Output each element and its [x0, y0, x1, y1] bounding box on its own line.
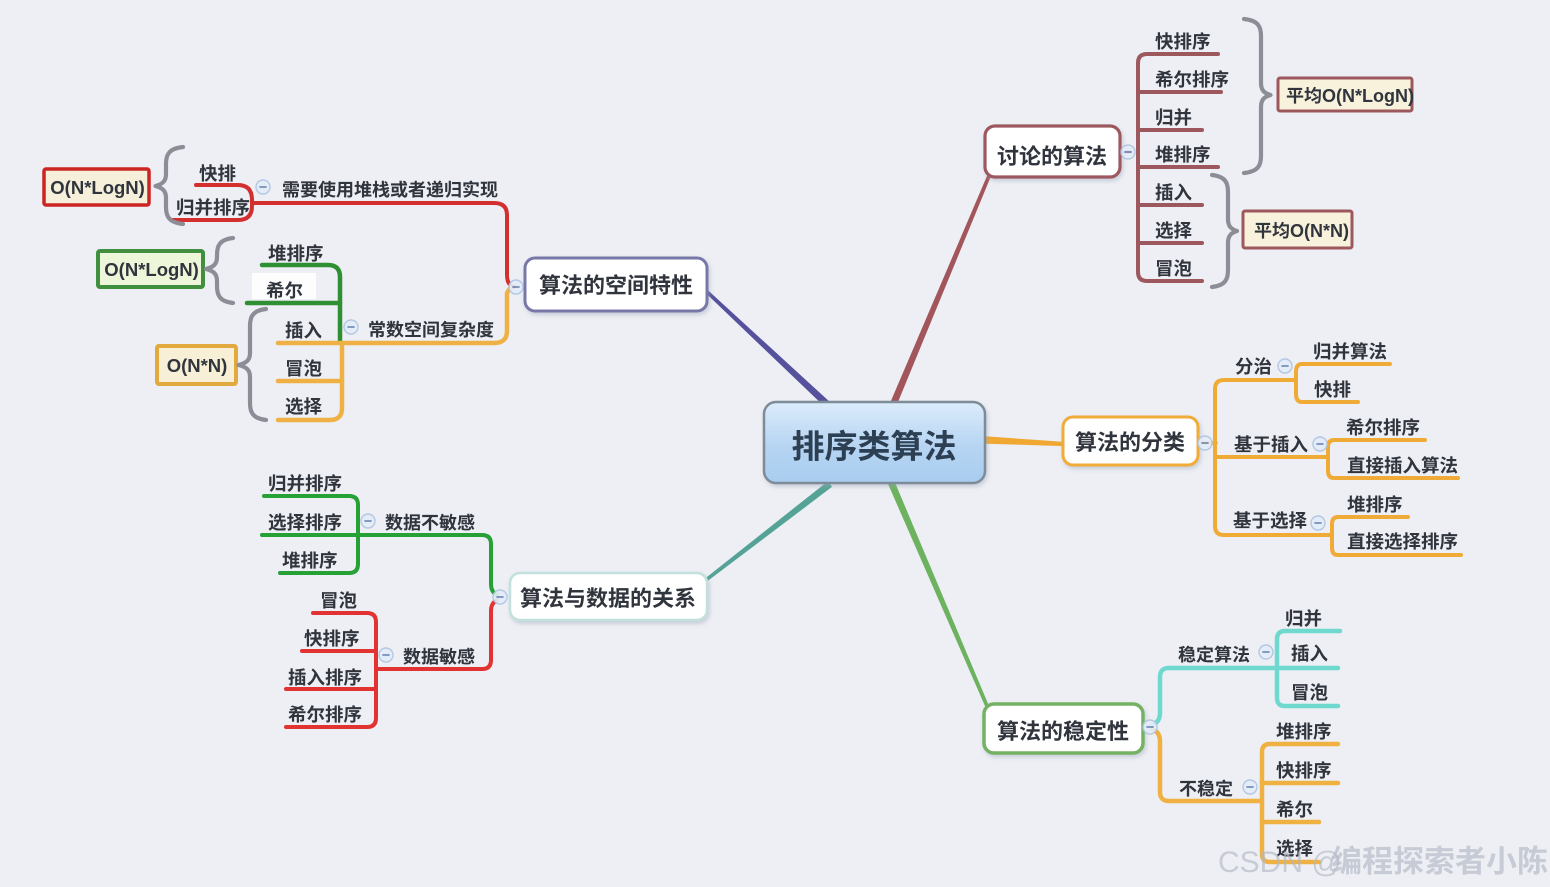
- svg-text:O(N*LogN): O(N*LogN): [50, 177, 145, 198]
- svg-text:O(N*LogN): O(N*LogN): [104, 259, 199, 280]
- svg-text:CSDN @: CSDN @: [1218, 846, 1342, 879]
- svg-text:O(N*N): O(N*N): [1290, 221, 1349, 241]
- svg-text:O(N*LogN): O(N*LogN): [1322, 86, 1414, 106]
- svg-text:O(N*N): O(N*N): [167, 355, 228, 376]
